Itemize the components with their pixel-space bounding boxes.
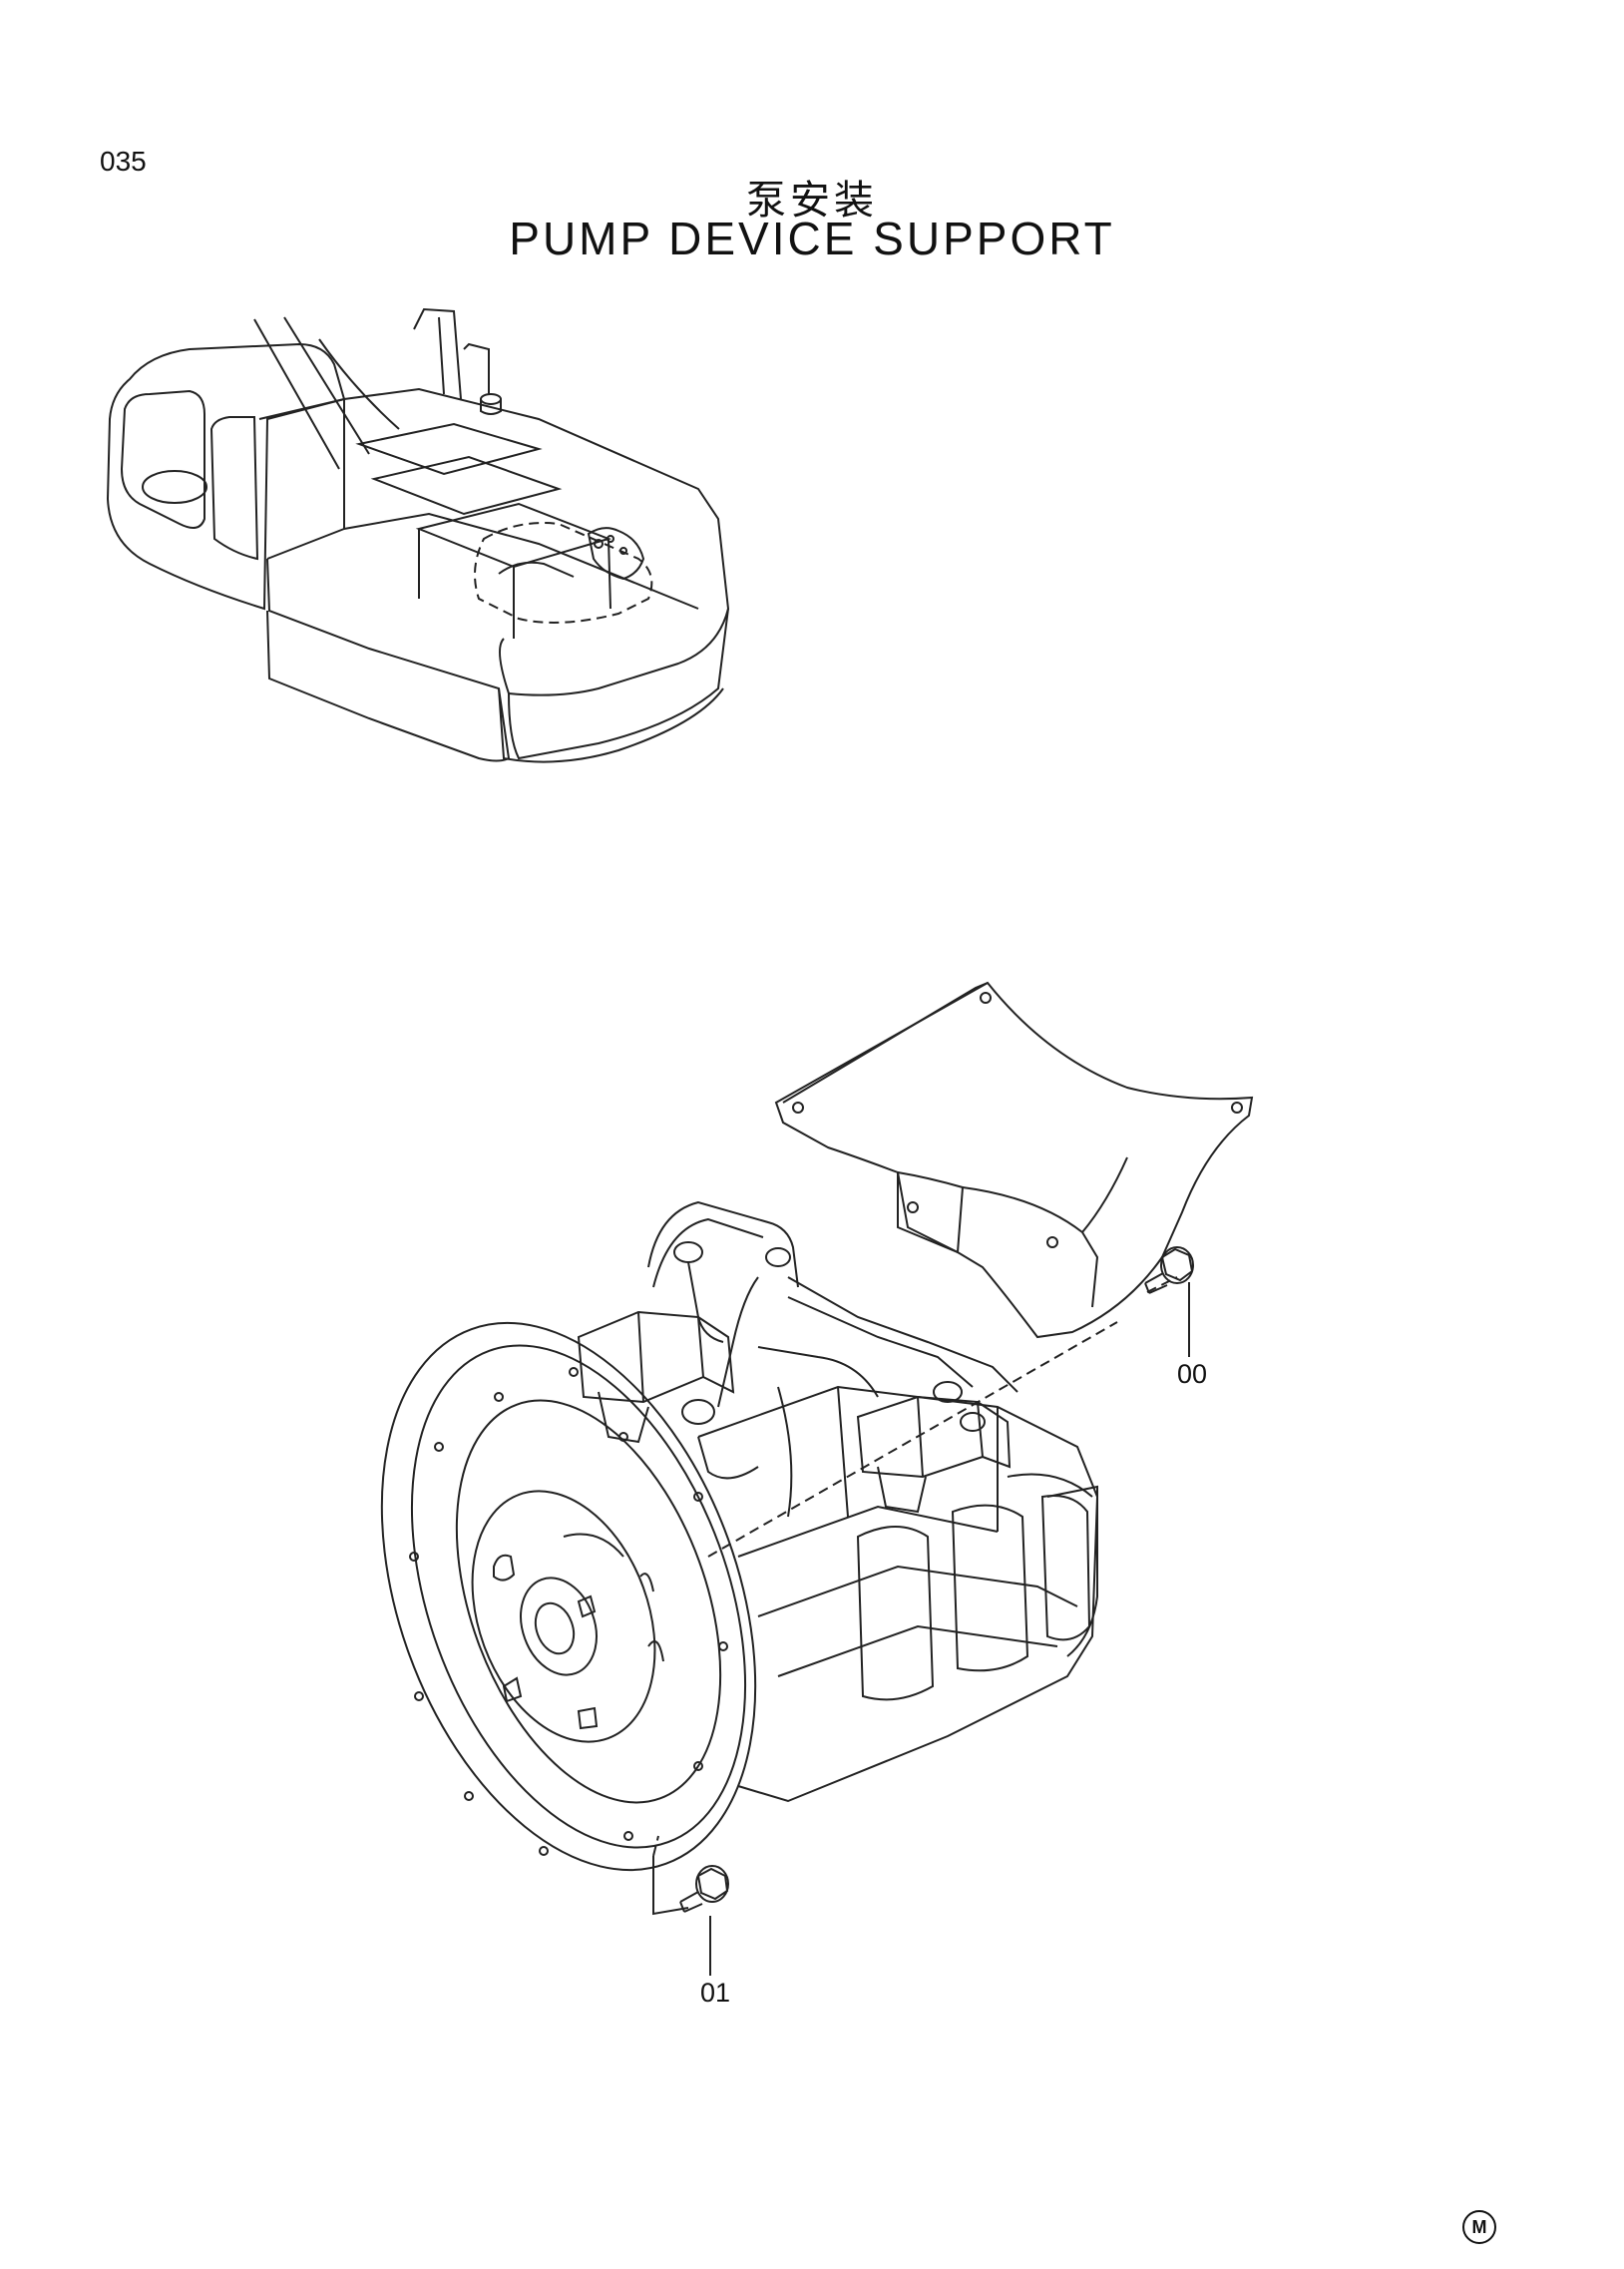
bolt-00-drawing: [1144, 1246, 1194, 1357]
excavator-overview-drawing: [106, 307, 730, 763]
part-callout-00: 00: [1177, 1359, 1208, 1389]
bolt-01-drawing: [652, 1835, 729, 1976]
page-number: 035: [100, 146, 147, 177]
pump-support-bracket: [774, 981, 1254, 1339]
revision-mark: M: [1462, 2210, 1496, 2244]
hydraulic-pump-assembly: [380, 1200, 1178, 1872]
page-title-english: PUMP DEVICE SUPPORT: [509, 213, 1115, 264]
page-title-chinese: 泵安装: [746, 178, 878, 224]
part-callout-01: 01: [700, 1978, 731, 2008]
